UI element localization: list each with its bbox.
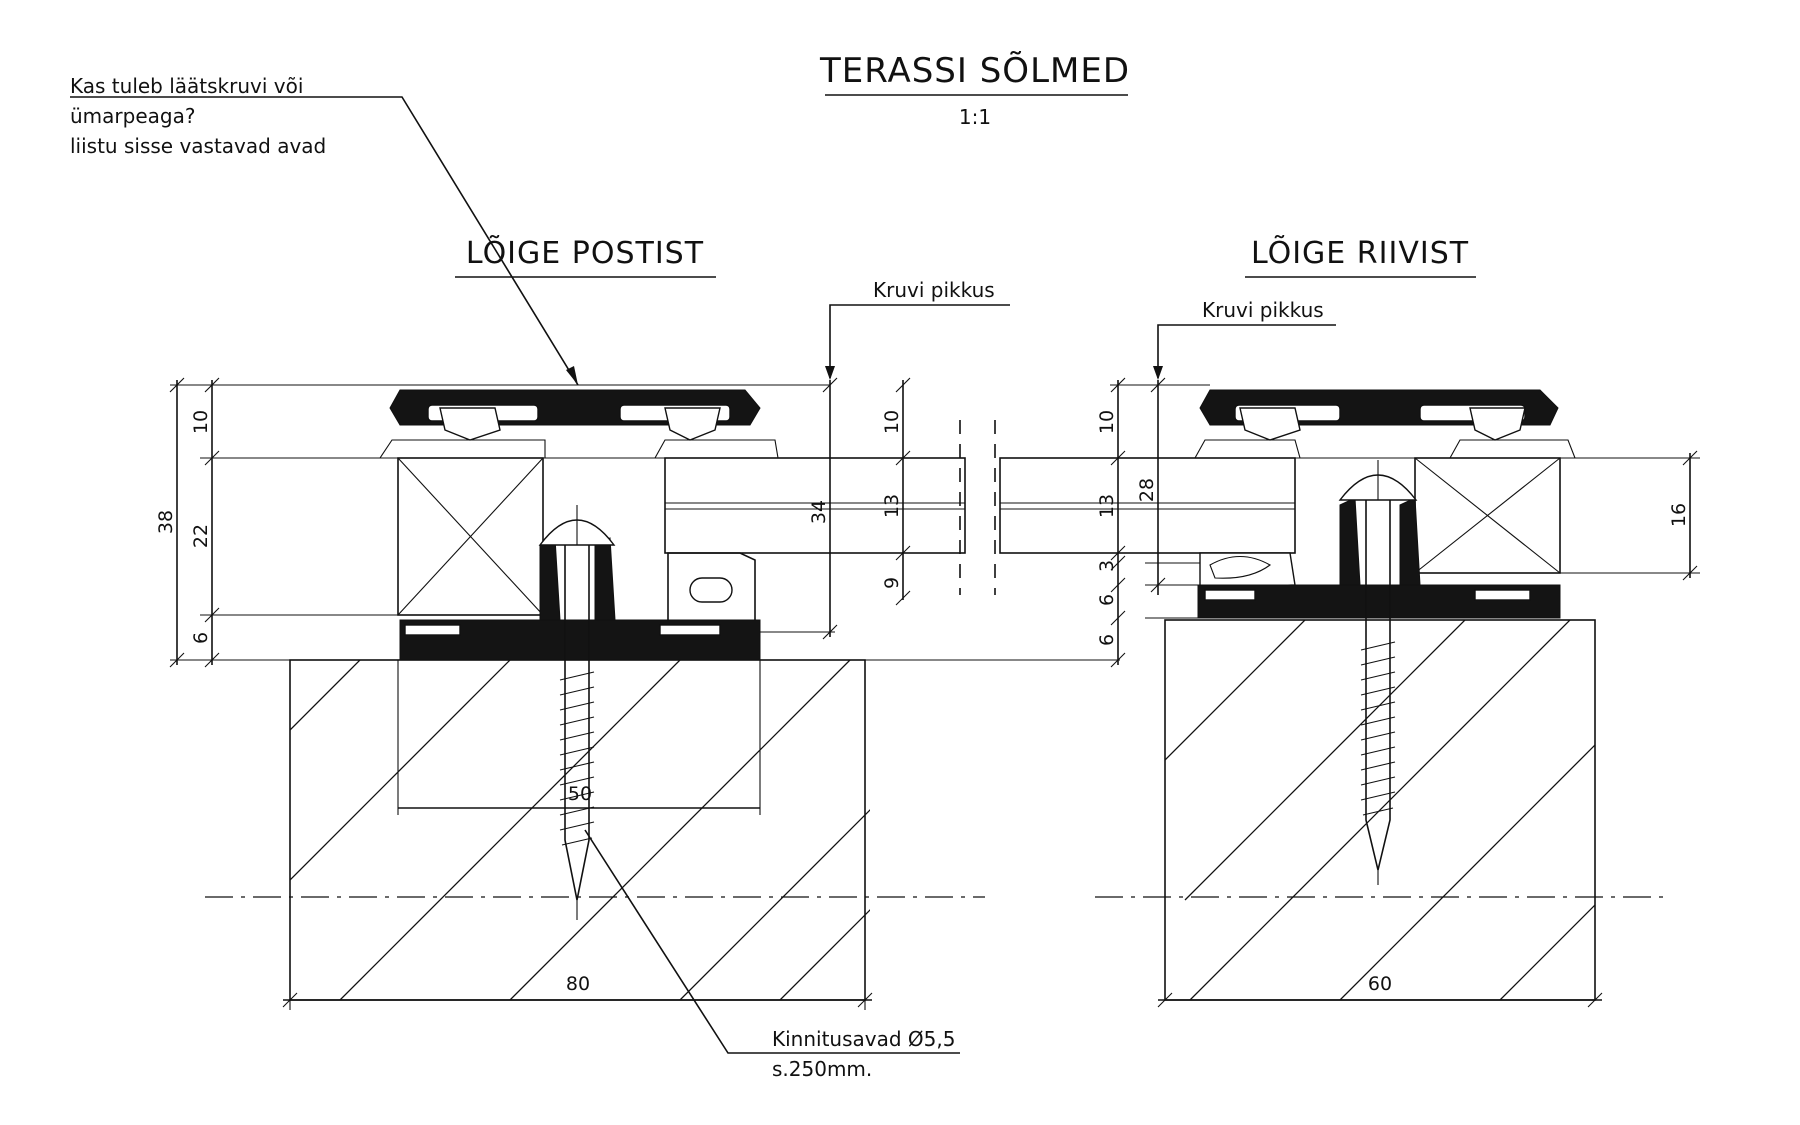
left-gasket [667, 552, 756, 631]
note-leader-arrow [566, 366, 578, 385]
right-cap-clip-2 [1469, 407, 1526, 441]
left-post-hatching [290, 660, 870, 1000]
dim-80: 80 [566, 973, 590, 995]
note-line-3: liistu sisse vastavad avad [70, 134, 326, 158]
right-gasket [1199, 552, 1296, 589]
dim-left-22: 22 [190, 524, 212, 548]
dim-r-13: 13 [1096, 494, 1118, 518]
dim-right-9: 9 [881, 577, 903, 589]
fastening-leader [584, 829, 960, 1054]
left-gasket-hole [689, 577, 733, 603]
left-screw-leader [829, 304, 1010, 378]
right-base-profile [1197, 584, 1561, 619]
fastening-note-1: Kinnitusavad Ø5,5 [772, 1027, 955, 1051]
dim-right-10: 10 [881, 410, 903, 434]
note-leader [70, 96, 579, 386]
left-screw [538, 505, 616, 920]
right-screw-channel-2 [1399, 497, 1421, 586]
right-glass-panel [999, 457, 1296, 554]
left-section-title: LÕIGE POSTIST [466, 234, 704, 271]
dim-right-34: 34 [808, 500, 830, 524]
dim-r-3: 3 [1096, 560, 1118, 572]
left-section: Kinnitusavad Ø5,5 s.250mm. 10 38 22 6 [155, 278, 1120, 1081]
dim-r-6a: 6 [1096, 594, 1118, 606]
drawing-title: TERASSI SÕLMED [819, 50, 1130, 91]
left-wood-post [289, 659, 866, 1001]
left-screw-label: Kruvi pikkus [873, 278, 995, 302]
right-screw-leader [1157, 324, 1336, 378]
dim-left-6: 6 [190, 632, 212, 644]
drawing-scale: 1:1 [959, 105, 991, 129]
note-line-2: ümarpeaga? [70, 104, 195, 128]
left-timber-block [397, 457, 544, 616]
left-screw-channel-2 [594, 537, 616, 621]
dim-60: 60 [1368, 973, 1392, 995]
dim-left-10: 10 [190, 410, 212, 434]
right-rail-hatching [1165, 620, 1595, 1000]
fastening-note-2: s.250mm. [772, 1057, 872, 1081]
left-screw-channel-1 [539, 537, 561, 621]
right-extension-lines [1110, 384, 1700, 619]
right-section: 10 28 13 3 6 6 16 Kruvi pikkus 60 [999, 298, 1700, 1008]
right-screw [1338, 460, 1418, 885]
right-screw-label: Kruvi pikkus [1202, 298, 1324, 322]
right-screw-channel-1 [1339, 497, 1361, 586]
dim-r-6b: 6 [1096, 634, 1118, 646]
right-section-title: LÕIGE RIIVIST [1251, 234, 1469, 271]
dim-r-28: 28 [1136, 478, 1158, 502]
note-line-1: Kas tuleb läätskruvi või [70, 74, 303, 98]
left-cap-clip-1 [439, 407, 501, 441]
dim-r-10: 10 [1096, 410, 1118, 434]
dim-50: 50 [568, 783, 592, 805]
left-cap-clip-2 [664, 407, 721, 441]
dim-left-38: 38 [155, 510, 177, 534]
dim-r-16: 16 [1668, 503, 1690, 527]
right-cap-clip-1 [1239, 407, 1301, 441]
dim-right-13: 13 [881, 494, 903, 518]
left-extension-lines [170, 384, 1120, 661]
